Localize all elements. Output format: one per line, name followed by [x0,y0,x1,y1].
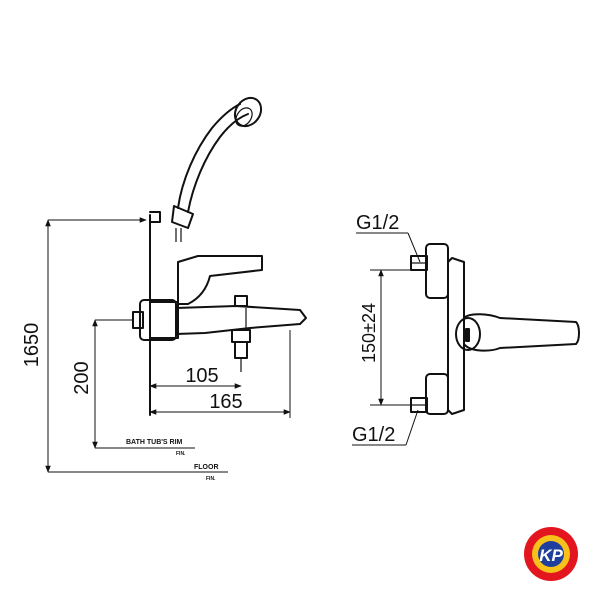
top-eccentric [425,243,449,299]
bathtub-rim-label: BATH TUB'S RIM [126,439,183,446]
floor-sub: FIN. [206,476,216,482]
dimension-105-label: 105 [185,365,218,387]
front-lever [463,313,580,352]
dimension-165-label: 165 [209,391,242,413]
shower-holder [149,211,161,223]
dimension-1650-label: 1650 [21,323,43,368]
front-view: 150±24 G1/2 G1/2 [352,212,580,446]
bathtub-rim-sub: FIN. [176,451,186,457]
dimension-150-label: 150±24 [359,303,379,363]
mixer-body [132,255,307,372]
hand-shower [171,96,263,242]
kp-logo: KP [524,527,578,581]
front-body [447,257,465,415]
dimension-200-label: 200 [71,361,93,394]
side-view: 1650 200 105 165 BATH TUB'S RIM FIN. FLO… [21,96,307,482]
inlet-bottom-label: G1/2 [352,424,395,446]
inlet-top-label: G1/2 [356,212,399,234]
logo-text: KP [539,546,563,565]
bottom-eccentric [425,373,449,415]
logo-core [538,541,564,567]
floor-label: FLOOR [194,464,219,471]
